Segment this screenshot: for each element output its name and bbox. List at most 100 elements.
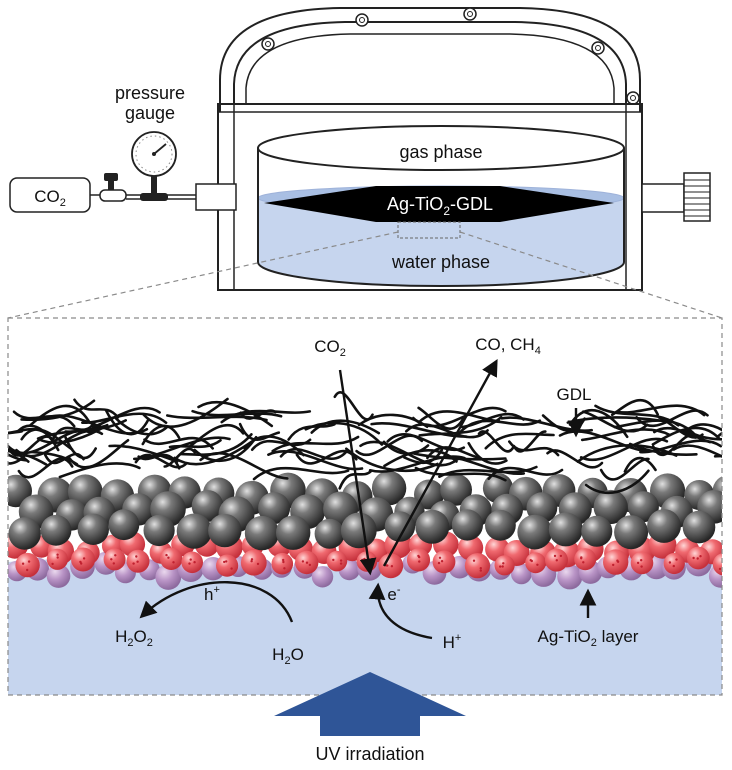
reactor-dome-outer <box>219 7 641 112</box>
catalyst-label-sub: 2 <box>443 204 450 218</box>
svg-text:gas phase: gas phase <box>399 142 482 162</box>
co2-source-label: CO <box>34 187 60 206</box>
gdl-sphere <box>414 479 444 510</box>
gdl-fiber <box>36 419 127 440</box>
svg-text:H2O2: H2O2 <box>115 627 153 649</box>
h2o2-label: H <box>115 627 127 646</box>
ag-dot <box>167 556 170 559</box>
gdl-fiber <box>8 435 57 457</box>
gdl-sphere <box>276 515 311 550</box>
ag-dot <box>390 565 394 568</box>
ag-dot <box>282 560 285 564</box>
tio2-particle <box>240 549 267 576</box>
ag-dot <box>501 565 504 568</box>
tio2-particle <box>181 551 203 574</box>
ag-dot <box>256 562 260 566</box>
gdl-fiber <box>191 409 283 418</box>
right-port <box>641 183 685 213</box>
ag-dot <box>479 567 482 570</box>
gdl-sphere <box>191 490 224 522</box>
products-sub: 4 <box>535 345 541 357</box>
gdl-sphere <box>548 512 583 547</box>
gdl-fiber <box>584 469 650 495</box>
gdl-fiber <box>243 435 305 457</box>
hole-sup: + <box>214 584 220 596</box>
ag-dot <box>301 560 305 563</box>
electron-label: e <box>387 585 396 604</box>
gas-line: CO2 pressure gauge <box>9 83 196 213</box>
layer-sub: 2 <box>591 637 597 649</box>
tio2-particle <box>603 549 629 575</box>
svg-text:GDL: GDL <box>557 385 592 404</box>
zoom-frame <box>7 317 723 696</box>
gdl-fiber <box>685 429 722 441</box>
ag-dot <box>479 569 482 572</box>
uv-arrow-icon <box>274 672 466 736</box>
product-out-arrow <box>382 359 498 567</box>
tio2-back-particle <box>155 564 182 590</box>
gdl-sphere <box>176 513 212 549</box>
ag-dot <box>640 559 643 562</box>
gdl-sphere <box>614 515 649 550</box>
ag-dot <box>110 558 113 561</box>
gdl-sphere <box>384 511 416 542</box>
gdl-fiber <box>484 432 555 450</box>
ag-dot <box>672 564 675 568</box>
tio2-particle <box>271 552 294 575</box>
tio2-back-particle <box>557 564 583 590</box>
gdl-fiber <box>345 447 439 473</box>
gdl-fiber <box>168 439 222 449</box>
gdl-fiber <box>639 439 722 454</box>
ag-dot <box>555 559 558 562</box>
ag-dot <box>502 562 505 565</box>
h2o2-mid: O <box>134 627 147 646</box>
gdl-sphere <box>8 517 41 550</box>
ag-dot <box>27 560 31 563</box>
ag-dot <box>726 567 728 569</box>
ag-dot <box>283 567 286 570</box>
ag-dot <box>223 560 226 564</box>
gdl-fiber <box>599 457 650 481</box>
gdl-fiber <box>104 409 150 436</box>
gdl-sphere <box>593 489 628 525</box>
ag-dot <box>530 559 533 563</box>
gdl-fiber <box>413 452 507 461</box>
uv-label: UV irradiation <box>315 744 424 764</box>
ag-dot <box>718 567 722 571</box>
ag-dot <box>225 560 228 563</box>
proton-reduction-arrow <box>368 582 433 640</box>
layer-label: Ag-TiO <box>538 627 591 646</box>
gdl-fiber <box>0 448 5 473</box>
ag-dot <box>725 566 727 568</box>
pressure-gauge-label-1: pressure <box>115 83 185 103</box>
ag-dot <box>136 560 139 563</box>
gdl-sphere <box>517 514 553 550</box>
ag-dot <box>282 558 285 562</box>
water-sub: 2 <box>284 655 290 667</box>
gdl-fiber <box>623 456 657 473</box>
ag-dot <box>189 558 192 561</box>
electron-sup: - <box>397 584 401 596</box>
ag-dot <box>361 558 364 562</box>
ag-dot <box>559 554 563 558</box>
gdl-fiber <box>91 406 161 429</box>
ag-dot <box>612 563 615 567</box>
gdl-fiber <box>166 414 268 422</box>
pressure-gauge-icon <box>131 131 177 177</box>
left-port <box>195 183 237 211</box>
gdl-fiber <box>173 441 253 466</box>
hole-oxidation-arrow <box>139 581 294 623</box>
gdl-fiber <box>180 433 253 457</box>
ag-dot <box>640 565 643 568</box>
gdl-sphere <box>581 515 613 547</box>
gdl-fiber <box>267 449 364 471</box>
tio2-particle <box>160 547 183 570</box>
ag-dot <box>135 555 138 558</box>
ag-dot <box>369 558 372 562</box>
co2-in-label: CO <box>314 337 340 356</box>
gdl-fiber <box>142 397 229 428</box>
svg-text:h+: h+ <box>204 584 220 604</box>
gdl-fiber <box>460 412 525 429</box>
water-phase-label: water phase <box>391 252 490 272</box>
gdl-fiber <box>579 437 669 461</box>
